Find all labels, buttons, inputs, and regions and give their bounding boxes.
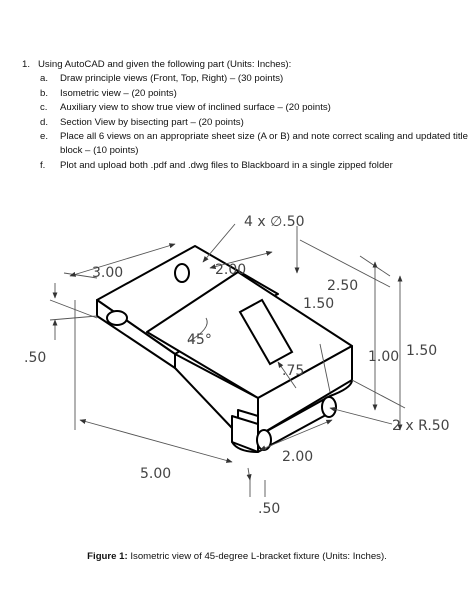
dim-slot-offset: 1.50 bbox=[303, 296, 334, 312]
instruction-item-e: e. Place all 6 views on an appropriate s… bbox=[22, 130, 468, 144]
dim-height-total: 1.50 bbox=[406, 343, 437, 359]
item-text: Place all 6 views on an appropriate shee… bbox=[60, 130, 468, 142]
dim-height-small: 1.00 bbox=[368, 349, 399, 365]
item-marker: d. bbox=[40, 116, 49, 128]
item-text-continued: block – (10 points) bbox=[60, 145, 139, 157]
item-marker: c. bbox=[40, 102, 48, 114]
hole-right bbox=[321, 396, 337, 418]
dim-angle: 45° bbox=[187, 332, 212, 348]
instruction-item-f: f. Plot and upload both .pdf and .dwg fi… bbox=[22, 159, 466, 173]
dim-slot-height: .75 bbox=[282, 363, 304, 379]
item-marker: b. bbox=[40, 87, 49, 99]
hole-front bbox=[256, 429, 272, 451]
hole-left bbox=[106, 310, 128, 326]
item-text: Section View by bisecting part – (20 poi… bbox=[60, 116, 244, 128]
instructions-list: 1. Using AutoCAD and given the following… bbox=[22, 58, 468, 173]
item-marker: a. bbox=[40, 73, 49, 85]
instruction-item-c: c. Auxiliary view to show true view of i… bbox=[22, 101, 466, 115]
hole-back bbox=[174, 263, 190, 283]
instruction-intro: 1. Using AutoCAD and given the following… bbox=[22, 58, 466, 72]
dim-front-width: 2.00 bbox=[282, 449, 313, 465]
instruction-item-b: b. Isometric view – (20 points) bbox=[22, 87, 466, 101]
figure-caption: Figure 1: Isometric view of 45-degree L-… bbox=[0, 551, 474, 562]
slot-cutout bbox=[238, 298, 294, 366]
item-text: Isometric view – (20 points) bbox=[60, 87, 177, 99]
caption-text: Isometric view of 45-degree L-bracket fi… bbox=[127, 551, 387, 562]
dim-length: 5.00 bbox=[140, 466, 171, 482]
dim-hole-callout: 4 x ∅.50 bbox=[244, 214, 305, 230]
dim-depth: 2.50 bbox=[327, 278, 358, 294]
intro-text: Using AutoCAD and given the following pa… bbox=[38, 59, 292, 70]
instruction-item-d: d. Section View by bisecting part – (20 … bbox=[22, 116, 466, 130]
dim-slot-width: 2.00 bbox=[215, 262, 246, 278]
dim-width-top: 3.00 bbox=[92, 265, 123, 281]
dimension-lines bbox=[49, 223, 406, 497]
item-marker: e. bbox=[40, 130, 49, 142]
instruction-item-a: a. Draw principle views (Front, Top, Rig… bbox=[22, 72, 466, 86]
isometric-bracket-drawing: 4 x ∅.50 3.00 2.00 2.50 1.50 45° .50 .75… bbox=[24, 214, 450, 517]
item-text: Auxiliary view to show true view of incl… bbox=[60, 102, 331, 114]
dim-thickness-bottom: .50 bbox=[258, 501, 280, 517]
dim-base-thickness: .50 bbox=[24, 350, 46, 366]
dim-radius: 2 x R.50 bbox=[392, 418, 450, 434]
item-text: Draw principle views (Front, Top, Right)… bbox=[60, 73, 284, 85]
intro-number: 1. bbox=[22, 59, 31, 70]
item-marker: f. bbox=[40, 159, 46, 171]
caption-label: Figure 1: bbox=[87, 551, 128, 562]
instruction-item-e-continued: block – (10 points) bbox=[22, 144, 466, 158]
item-text: Plot and upload both .pdf and .dwg files… bbox=[60, 159, 393, 171]
